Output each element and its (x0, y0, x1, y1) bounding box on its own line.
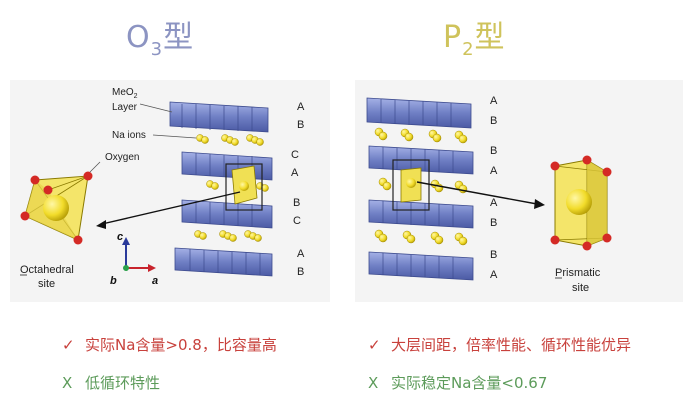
arrow-head (534, 199, 545, 209)
meo2-label: MeO2 (112, 87, 138, 100)
na-ions-row-3 (194, 230, 262, 242)
oxygen-atom (602, 167, 612, 177)
prismatic-site-label: Prismatic (555, 267, 601, 279)
stacking-letter: A (490, 269, 498, 281)
stacking-letter: A (291, 167, 299, 179)
stacking-letter: A (297, 101, 305, 113)
p2-title: P2型 (443, 20, 506, 60)
na-ions-row-1 (196, 134, 264, 146)
prism-zoom (550, 155, 612, 251)
stacking-letter: A (297, 248, 305, 260)
check-icon: ✓ (368, 336, 381, 354)
na-ions-label: Na ions (112, 130, 146, 141)
oxygen-atom (20, 211, 30, 221)
prismatic-site-label-2: site (572, 282, 589, 294)
meo2-layer-3 (368, 199, 474, 229)
stacking-letter: B (490, 249, 497, 261)
stacking-letter: A (490, 197, 498, 209)
o3-pros-note: ✓实际Na含量>0.8，比容量高 (62, 336, 277, 354)
oxygen-atom (73, 235, 83, 245)
stacking-letter: B (490, 217, 497, 229)
oxygen-atom (550, 235, 560, 245)
na-ions-row-1 (374, 127, 468, 144)
oxygen-atom (43, 185, 53, 195)
oxygen-atom (582, 155, 592, 165)
meo2-layer-4 (174, 247, 273, 277)
p2-structure-panel: A B B A A B B A Prismatic site (355, 80, 683, 302)
octahedral-site-label-2: site (38, 278, 55, 290)
oxygen-atom (550, 161, 560, 171)
na-ions-leader-line (152, 134, 197, 139)
axis-b-label: b (110, 275, 117, 287)
stacking-letter: B (490, 115, 497, 127)
stacking-letter: B (297, 266, 304, 278)
check-icon: ✓ (62, 336, 75, 354)
stacking-letter: B (490, 145, 497, 157)
arrow-head (96, 220, 106, 229)
meo2-layer-1 (169, 101, 269, 133)
o3-structure-diagram: MeO2 Layer Na ions Oxygen A B C A B C A … (20, 87, 305, 290)
octahedral-site-highlight (225, 163, 263, 211)
axes-indicator: c b a (110, 231, 158, 287)
oxygen-atom (582, 241, 592, 251)
stacking-letter: B (297, 119, 304, 131)
p2-stacking-sequence: A B B A A B B A (490, 95, 498, 281)
octahedral-site-label: Octahedral (20, 264, 74, 276)
layer-label: Layer (112, 102, 138, 113)
stacking-letter: A (490, 165, 498, 177)
meo2-layer-2 (181, 151, 273, 181)
cross-icon: X (368, 374, 379, 392)
axis-a-label: a (152, 275, 158, 287)
meo2-layer-3 (181, 199, 273, 229)
o3-title: O3型 (126, 20, 195, 60)
meo2-leader-line (139, 103, 173, 113)
o3-structure-panel: MeO2 Layer Na ions Oxygen A B C A B C A … (10, 80, 330, 302)
na-ions-row-2 (378, 177, 468, 194)
oxygen-atom (30, 175, 40, 185)
na-ions-row-3 (374, 229, 468, 246)
p2-structure-diagram: A B B A A B B A Prismatic site (366, 95, 612, 294)
p2-pros-note: ✓大层间距，倍率性能、循环性能优异 (368, 336, 632, 354)
oxygen-atom (602, 233, 612, 243)
oxygen-label: Oxygen (105, 152, 139, 163)
cross-icon: X (62, 374, 73, 392)
stacking-letter: A (490, 95, 498, 107)
stacking-letter: B (293, 197, 300, 209)
axis-c-label: c (117, 231, 123, 243)
octahedron-zoom (20, 171, 93, 245)
o3-stacking-sequence: A B C A B C A B (291, 101, 305, 278)
oxygen-leader-line (89, 161, 101, 173)
meo2-layer-1 (366, 97, 472, 129)
meo2-layer-4 (368, 251, 474, 281)
zoom-arrow (416, 181, 538, 205)
prismatic-site-highlight (392, 159, 430, 211)
zoom-arrow (101, 191, 241, 225)
oxygen-atom (83, 171, 93, 181)
stacking-letter: C (293, 215, 301, 227)
stacking-letter: C (291, 149, 299, 161)
